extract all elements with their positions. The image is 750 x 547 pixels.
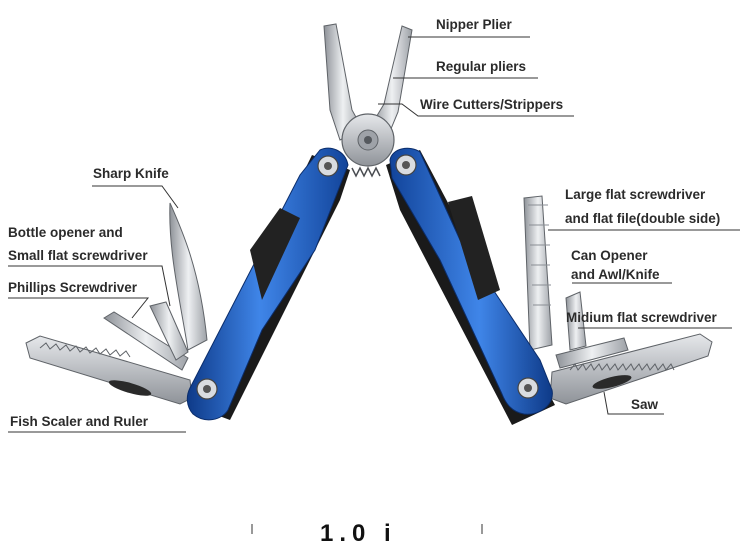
leader-bottle (8, 265, 171, 307)
label-sharp-knife: Sharp Knife (93, 166, 169, 181)
sharp-knife (169, 202, 208, 351)
label-wire-cutters: Wire Cutters/Strippers (420, 97, 564, 112)
label-bottle-opener-line2: Small flat screwdriver (8, 248, 148, 263)
bottle-opener (149, 301, 189, 361)
label-can-opener-line2: and Awl/Knife (571, 267, 660, 282)
label-large-flat-line2: and flat file(double side) (565, 211, 721, 226)
label-large-flat-line1: Large flat screwdriver (565, 187, 706, 202)
label-phillips: Phillips Screwdriver (8, 280, 138, 295)
leader-phillips (8, 297, 150, 319)
label-can-opener-line1: Can Opener (571, 248, 648, 263)
right-handle (386, 147, 555, 425)
label-midium-flat: Midium flat screwdriver (566, 310, 717, 325)
label-regular-pliers: Regular pliers (436, 59, 527, 74)
leader-sharp-knife (92, 185, 179, 209)
phillips-screwdriver (103, 311, 189, 371)
label-fish-scaler: Fish Scaler and Ruler (10, 414, 149, 429)
leader-wire (378, 103, 574, 117)
large-flat-file (523, 195, 553, 351)
label-bottle-opener-line1: Bottle opener and (8, 225, 123, 240)
can-opener (565, 291, 587, 351)
plier-jaws (323, 23, 413, 178)
leader-saw (603, 391, 664, 415)
midium-flat-screwdriver (555, 337, 629, 369)
label-nipper-plier: Nipper Plier (436, 17, 512, 32)
label-saw: Saw (631, 397, 659, 412)
multitool-diagram (8, 23, 740, 534)
saw-blade (549, 333, 713, 405)
left-handle (186, 147, 350, 421)
size-caption: 1.0 i (320, 520, 397, 547)
fish-scaler-ruler (25, 335, 193, 405)
